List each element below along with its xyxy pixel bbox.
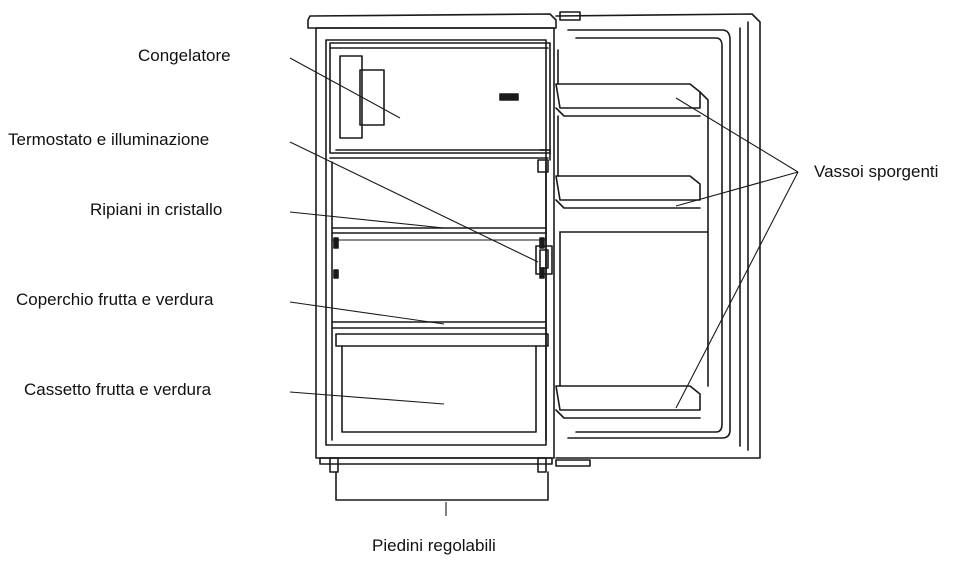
label-cassetto: Cassetto frutta e verdura (24, 380, 212, 399)
leader-termostato (289, 141, 539, 263)
label-coperchio: Coperchio frutta e verdura (16, 290, 214, 309)
leader-ripiani (289, 211, 445, 229)
label-piedini: Piedini regolabili (372, 536, 496, 555)
freezer-compartment (329, 42, 551, 161)
thermostat-light-unit (535, 159, 553, 275)
leader-congelatore (289, 57, 401, 119)
leader-cassetto (289, 391, 445, 405)
leader-lines (289, 57, 799, 516)
label-congelatore: Congelatore (138, 46, 231, 65)
label-vassoi: Vassoi sporgenti (814, 162, 939, 181)
label-termostato: Termostato e illuminazione (8, 130, 210, 149)
adjustable-feet (329, 457, 549, 501)
leader-vassoi-1 (675, 97, 799, 173)
leader-coperchio (289, 301, 445, 325)
leader-vassoi-2 (675, 171, 799, 207)
fridge-cabinet (307, 13, 557, 465)
leader-vassoi-3 (675, 171, 799, 409)
main-compartment (329, 157, 549, 441)
label-ripiani: Ripiani in cristallo (90, 200, 223, 219)
open-door (555, 11, 761, 467)
